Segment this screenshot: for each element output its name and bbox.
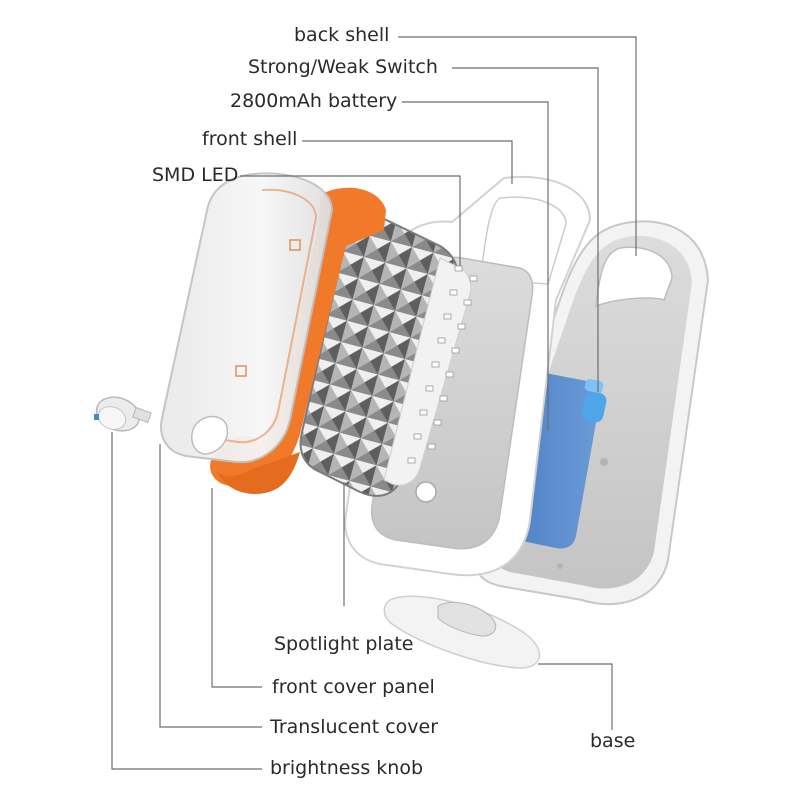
spotlight-plate-part [299, 210, 478, 497]
leader-front-cover-panel [211, 488, 262, 688]
leader-back-shell [398, 36, 637, 256]
label-brightness-knob: brightness knob [270, 757, 424, 779]
label-strong-weak-switch: Strong/Weak Switch [248, 56, 438, 78]
label-base: base [590, 730, 636, 752]
leader-brightness-knob [111, 432, 262, 770]
leader-smd-led [240, 175, 461, 266]
translucent-cover-part [160, 172, 334, 464]
label-spotlight-plate: Spotlight plate [274, 633, 414, 655]
base-part [383, 595, 541, 669]
smd-led-part [407, 265, 478, 464]
leader-base [538, 663, 613, 730]
label-smd-led: SMD LED [152, 164, 239, 186]
leader-strong-weak-switch [452, 67, 599, 392]
leader-translucent-cover [159, 444, 262, 728]
strong-weak-switch-part [581, 379, 607, 423]
leader-battery [402, 101, 549, 430]
label-front-cover-panel: front cover panel [272, 676, 435, 698]
leader-lines [111, 36, 637, 770]
label-battery: 2800mAh battery [230, 90, 398, 112]
label-translucent-cover: Translucent cover [270, 716, 439, 738]
label-front-shell: front shell [202, 128, 298, 150]
leader-front-shell [302, 140, 513, 184]
label-back-shell: back shell [294, 24, 390, 46]
brightness-knob-part [94, 396, 152, 432]
